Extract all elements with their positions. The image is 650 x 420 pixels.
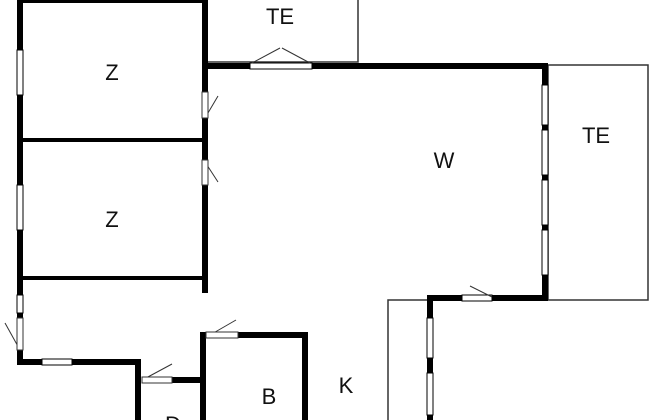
window-right-2 [541, 129, 549, 176]
terrace-right-outline [547, 64, 649, 301]
window-right-4 [541, 229, 549, 276]
window-right-1 [541, 84, 549, 126]
room-label-z-lower: Z [105, 207, 118, 232]
room-label-te-top: TE [266, 4, 294, 29]
door-terrace-leaf-right [281, 47, 311, 64]
door-bedroom-lower-frame [201, 159, 209, 186]
window-kitchen-2 [426, 372, 434, 416]
window-living-bottom [461, 294, 493, 302]
room-label-w: W [434, 148, 455, 173]
room-label-d: D [165, 412, 181, 420]
door-storage-frame [141, 376, 173, 384]
room-label-k: K [339, 373, 354, 398]
window-left-lower [16, 184, 24, 231]
door-bathroom-frame [205, 331, 239, 339]
kitchen-divider [387, 299, 432, 420]
door-entrance-frame [16, 317, 24, 351]
partitions [20, 138, 205, 280]
doors [4, 47, 493, 384]
room-labels: TE Z Z W TE B K D [105, 4, 610, 420]
room-label-te-right: TE [582, 123, 610, 148]
door-terrace-frame [249, 62, 313, 70]
door-storage-leaf [145, 363, 173, 379]
door-living-terrace-leaf [469, 285, 493, 298]
window-left-bottom [16, 294, 24, 314]
windows [16, 49, 549, 416]
door-bedroom-upper-frame [201, 91, 209, 119]
window-kitchen-1 [426, 317, 434, 359]
door-terrace-leaf-left [251, 47, 281, 64]
room-label-z-upper: Z [105, 60, 118, 85]
room-label-b: B [262, 384, 277, 409]
window-corridor-bottom [41, 358, 73, 366]
window-right-3 [541, 179, 549, 226]
window-left-upper [16, 49, 24, 96]
